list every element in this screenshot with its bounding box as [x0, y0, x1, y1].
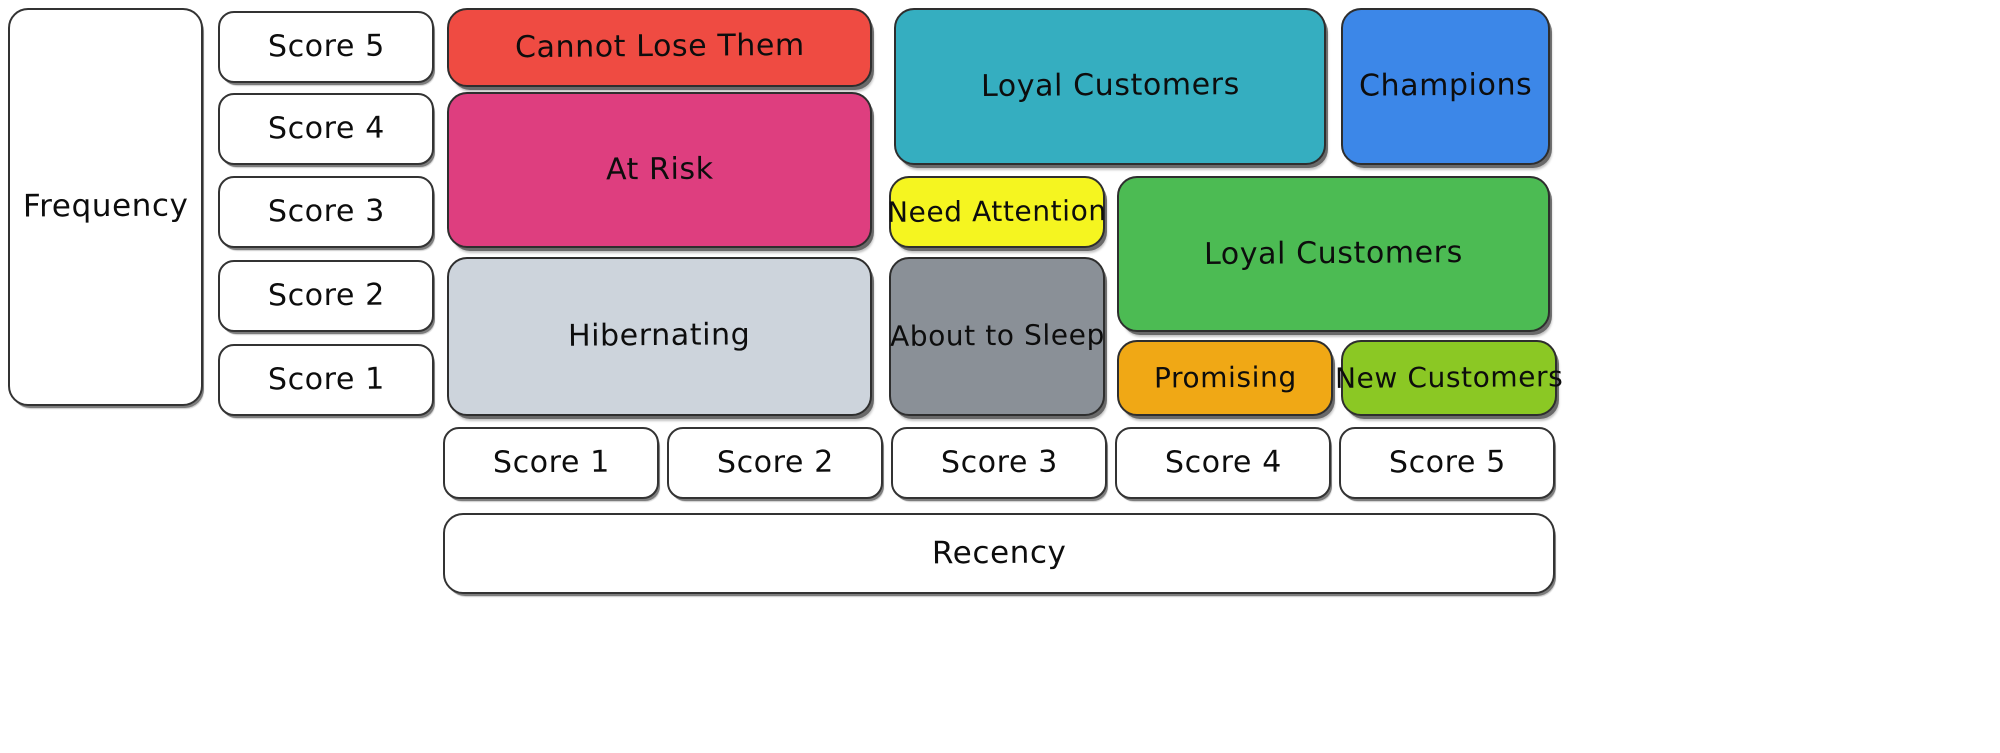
recency-score-1-label: Score 1 [492, 444, 610, 481]
frequency-axis-title: Frequency [8, 8, 203, 406]
frequency-score-2: Score 2 [218, 260, 434, 332]
segment-need-attention[interactable]: Need Attention [887, 176, 1107, 248]
recency-score-3: Score 3 [891, 427, 1107, 499]
segment-promising-label: Promising [1153, 360, 1297, 395]
segment-about-to-sleep[interactable]: About to Sleep [889, 257, 1105, 416]
frequency-score-5: Score 5 [218, 11, 434, 83]
frequency-score-1: Score 1 [218, 344, 434, 416]
recency-axis-title: Recency [443, 513, 1555, 594]
recency-score-2-label: Score 2 [716, 444, 834, 481]
recency-score-5-label: Score 5 [1388, 444, 1506, 481]
segment-hibernating-label: Hibernating [568, 317, 751, 354]
segment-loyal-customers-green[interactable]: Loyal Customers [1117, 176, 1550, 332]
segment-loyal-customers-teal-label: Loyal Customers [980, 67, 1240, 105]
frequency-score-1-label: Score 1 [267, 361, 385, 398]
segment-loyal-customers-teal[interactable]: Loyal Customers [894, 8, 1326, 165]
recency-score-4: Score 4 [1115, 427, 1331, 499]
recency-score-5: Score 5 [1339, 427, 1555, 499]
frequency-score-4-label: Score 4 [267, 110, 385, 147]
recency-score-2: Score 2 [667, 427, 883, 499]
segment-about-to-sleep-label: About to Sleep [889, 318, 1105, 354]
segment-hibernating[interactable]: Hibernating [447, 257, 872, 416]
frequency-score-4: Score 4 [218, 93, 434, 165]
frequency-score-3: Score 3 [218, 176, 434, 248]
frequency-score-3-label: Score 3 [267, 193, 385, 230]
frequency-axis-title-label: Frequency [22, 187, 189, 225]
recency-score-3-label: Score 3 [940, 444, 1058, 481]
segment-new-customers-label: New Customers [1334, 360, 1564, 395]
recency-score-4-label: Score 4 [1164, 444, 1282, 481]
frequency-score-2-label: Score 2 [267, 277, 385, 314]
segment-new-customers[interactable]: New Customers [1335, 340, 1563, 416]
segment-loyal-customers-green-label: Loyal Customers [1203, 234, 1464, 272]
segment-promising[interactable]: Promising [1117, 340, 1333, 416]
segment-at-risk[interactable]: At Risk [447, 92, 872, 248]
segment-at-risk-label: At Risk [605, 151, 714, 188]
segment-need-attention-label: Need Attention [887, 194, 1107, 229]
recency-score-1: Score 1 [443, 427, 659, 499]
segment-cannot-lose-them-label: Cannot Lose Them [514, 28, 805, 66]
segment-champions[interactable]: Champions [1341, 8, 1550, 165]
recency-axis-title-label: Recency [931, 534, 1067, 572]
segment-cannot-lose-them[interactable]: Cannot Lose Them [447, 8, 872, 87]
segment-champions-label: Champions [1358, 67, 1533, 104]
frequency-score-5-label: Score 5 [267, 28, 385, 65]
